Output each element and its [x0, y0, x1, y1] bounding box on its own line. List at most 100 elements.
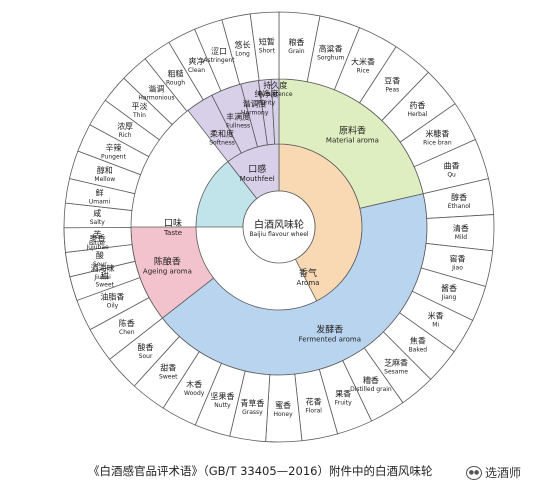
label-sub-fullness-en: Fullness	[226, 123, 250, 130]
label-leaf-thin-zh: 平淡	[131, 102, 147, 111]
label-leaf-umami-en: Umami	[89, 198, 111, 205]
label-leaf-rice-en: Rice	[357, 68, 370, 75]
label-leaf-grain-zh: 粮香	[288, 37, 304, 47]
label-leaf-long-zh: 悠长	[235, 40, 251, 50]
label-leaf-mi-zh: 米香	[428, 311, 444, 321]
label-leaf-rich-en: Rich	[119, 132, 132, 139]
label-sub-fermented-aroma-zh: 发酵香	[316, 324, 343, 336]
label-leaf-jiuhai-en: Jiuhai	[93, 274, 111, 281]
label-leaf-sour-en: Sour	[139, 353, 153, 360]
label-sub-fullness-zh: 丰满度	[226, 112, 250, 122]
label-leaf-oily-en: Oily	[107, 302, 119, 309]
label-leaf-sweet-zh: 甜香	[160, 362, 176, 372]
label-leaf-mild-en: Mild	[455, 234, 468, 241]
label-leaf-short-zh: 短暂	[259, 36, 275, 46]
label-leaf-thin-en: Thin	[132, 112, 146, 119]
label-aroma-en: Aroma	[297, 279, 320, 287]
label-leaf-salty-en: Salty	[90, 219, 106, 226]
label-leaf-sorghum-zh: 高粱香	[319, 43, 343, 53]
leaf-short	[249, 11, 280, 81]
label-leaf-rough-zh: 粗糙	[168, 68, 184, 78]
label-sub-harmony-en: Harmony	[241, 109, 269, 116]
label-leaf-floral-zh: 花香	[306, 397, 322, 407]
label-sub-ageing-aroma-zh: 陈酿香	[154, 255, 181, 267]
label-leaf-sour-zh: 酸香	[138, 342, 154, 352]
label-leaf-jujubae-zh: 枣香	[90, 233, 106, 243]
label-aroma-zh: 香气	[299, 267, 317, 279]
label-sub-persistence-zh: 持久度	[263, 80, 287, 90]
label-leaf-grassy-en: Grassy	[242, 409, 263, 416]
hub	[242, 190, 316, 264]
label-leaf-clean-zh: 爽净	[189, 56, 205, 66]
label-leaf-fruity-zh: 果香	[335, 388, 351, 398]
label-leaf-sweet-zh: 甜	[101, 270, 109, 280]
figure-caption: 《白酒感官品评术语》（GB/T 33405—2016）附件中的白酒风味轮	[88, 464, 433, 478]
label-leaf-honey-zh: 蜜香	[275, 400, 291, 410]
label-leaf-qu-en: Qu	[447, 171, 456, 178]
label-leaf-distilled-grain-zh: 糟香	[363, 375, 379, 385]
label-leaf-rice-bran-en: Rice bran	[423, 139, 452, 146]
label-leaf-astringent-zh: 涩口	[211, 47, 227, 56]
label-leaf-mellow-zh: 醇和	[97, 165, 113, 175]
label-sub-softness-en: Softness	[209, 140, 235, 147]
label-leaf-astringent-en: Astringent	[203, 57, 235, 64]
label-leaf-herbal-zh: 药香	[409, 100, 425, 110]
label-sub-material-aroma-zh: 原料香	[339, 125, 366, 137]
label-leaf-distilled-grain-en: Distilled grain	[350, 386, 392, 393]
label-leaf-harmonious-en: Harmonious	[138, 94, 174, 101]
label-leaf-floral-en: Floral	[305, 408, 322, 415]
label-leaf-sweet-en: Sweet	[159, 373, 178, 380]
label-leaf-grassy-zh: 青草香	[240, 398, 264, 408]
label-leaf-harmonious-zh: 谐调	[148, 83, 164, 93]
label-leaf-herbal-en: Herbal	[407, 111, 427, 118]
label-leaf-clean-en: Clean	[188, 67, 205, 74]
label-leaf-woody-zh: 木香	[186, 379, 202, 389]
label-leaf-jujubae-en: Jujubae	[86, 244, 110, 251]
label-leaf-rough-en: Rough	[166, 79, 185, 86]
label-sub-ageing-aroma-en: Ageing aroma	[143, 267, 192, 275]
label-sub-softness-zh: 柔和度	[210, 129, 234, 139]
label-leaf-sesame-zh: 芝麻香	[384, 357, 408, 367]
label-leaf-mellow-en: Mellow	[94, 176, 115, 183]
label-leaf-rice-zh: 大米香	[351, 57, 375, 67]
label-sub-fermented-aroma-en: Fermented aroma	[299, 336, 361, 344]
label-leaf-pungent-zh: 辛辣	[105, 142, 121, 152]
label-leaf-sour-zh: 酸	[96, 250, 104, 260]
label-leaf-bitter-zh: 苦	[93, 229, 101, 239]
wechat-icon: ●●	[466, 465, 482, 480]
label-leaf-baked-en: Baked	[409, 347, 428, 354]
center-label-en: Baijiu flavour wheel	[249, 231, 308, 238]
label-leaf-jiang-en: Jiang	[441, 294, 457, 301]
label-leaf-baked-zh: 焦香	[410, 336, 426, 346]
label-leaf-ethanol-en: Ethanol	[448, 203, 471, 210]
label-sub-persistence-en: Persistence	[258, 91, 293, 98]
label-leaf-bitter-en: Bitter	[89, 240, 106, 247]
label-leaf-ethanol-zh: 醇香	[451, 192, 467, 202]
brand-watermark: ●● 选酒师	[466, 464, 521, 481]
label-leaf-chen-en: Chen	[119, 329, 135, 336]
label-leaf-short-en: Short	[259, 47, 276, 54]
label-leaf-mi-en: Mi	[432, 322, 439, 329]
label-leaf-long-en: Long	[235, 51, 250, 58]
label-leaf-fruity-en: Fruity	[335, 399, 352, 406]
label-mouthfeel-zh: 口感	[248, 163, 266, 175]
label-leaf-jiang-zh: 酱香	[441, 283, 457, 293]
leaf-umami	[64, 178, 136, 211]
label-leaf-oily-zh: 油脂香	[100, 291, 124, 301]
label-sub-purity-en: Purity	[258, 100, 276, 107]
label-leaf-sorghum-en: Sorghum	[317, 54, 344, 61]
label-leaf-grain-en: Grain	[288, 48, 304, 55]
label-leaf-nutty-zh: 坚果香	[210, 391, 234, 401]
label-leaf-pungent-en: Pungent	[101, 153, 126, 160]
label-mouthfeel-en: Mouthfeel	[240, 175, 275, 183]
label-leaf-nutty-en: Nutty	[214, 402, 231, 409]
label-leaf-jiao-zh: 窖香	[450, 253, 466, 263]
center-label-zh: 白酒风味轮	[254, 218, 304, 231]
label-leaf-sesame-en: Sesame	[384, 368, 408, 375]
label-leaf-woody-en: Woody	[184, 390, 205, 397]
label-leaf-qu-zh: 曲香	[444, 160, 460, 170]
label-sub-harmony-zh: 谐调度	[243, 98, 267, 108]
label-leaf-jiao-en: Jiao	[451, 264, 463, 271]
label-leaf-peas-en: Peas	[385, 87, 399, 94]
